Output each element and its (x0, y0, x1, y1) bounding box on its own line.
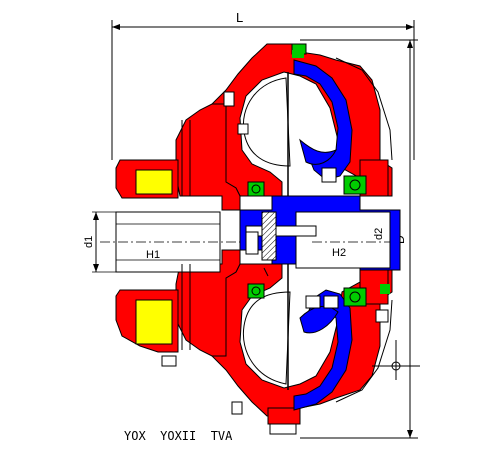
pump-chamber-lower (242, 291, 291, 385)
elastic-pad-lower (135, 299, 173, 345)
input-hub-length-label: H1 (146, 249, 160, 261)
overall-length-dimension: L (111, 10, 415, 160)
outer-casing-outline (181, 57, 393, 403)
input-flange-lower (175, 249, 241, 357)
elastic-pad-upper (135, 169, 173, 195)
pump-wheel (242, 72, 291, 390)
output-hub-length-label: H2 (332, 247, 346, 259)
model-caption: YOX YOXII TVA (124, 429, 233, 443)
input-flange-upper (175, 103, 241, 211)
drain-plug (267, 407, 301, 425)
input-bore-label: d1 (83, 236, 95, 248)
bearings (247, 50, 390, 307)
output-shaft: H2 d2 (245, 211, 391, 269)
turbine-blade-lower (299, 305, 339, 334)
input-shaft: H1 (100, 211, 330, 273)
fasteners (161, 91, 420, 435)
elastic-pads (135, 169, 173, 345)
overall-length-label: L (236, 10, 243, 25)
input-bore-dimension: d1 (83, 211, 116, 273)
output-bore-label: d2 (373, 228, 385, 240)
center-bolt (245, 211, 277, 277)
bearing-lower-left (247, 283, 265, 299)
bearing-upper-right (343, 175, 367, 195)
bearing-upper-left (247, 181, 265, 197)
bearing-lower-right (343, 287, 367, 307)
seal-upper (292, 50, 304, 58)
seal-lower (380, 284, 390, 294)
turbine-blade-upper (299, 138, 338, 165)
